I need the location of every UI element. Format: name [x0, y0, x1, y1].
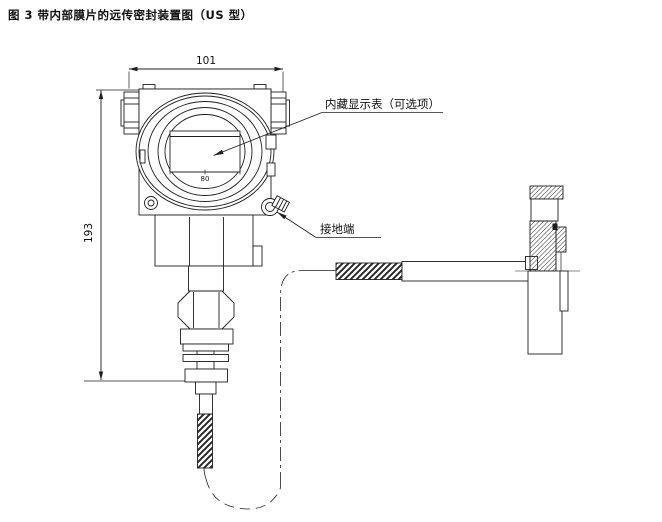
transmitter-body — [154, 214, 263, 415]
capillary-stem — [199, 393, 213, 415]
dim-height-label: 193 — [83, 223, 95, 243]
side-tab — [252, 245, 263, 267]
flange-body-section — [529, 220, 557, 272]
ground-callout-label: 接地端 — [320, 222, 355, 236]
dim-arrow-bottom — [98, 371, 104, 380]
left-cap — [120, 91, 140, 135]
display-leader-arrow — [213, 149, 224, 156]
capillary — [197, 256, 538, 510]
ground-callout: 接地端 — [276, 211, 381, 238]
ground-leader-arrow — [277, 212, 287, 220]
mount-block — [184, 368, 228, 383]
display-callout-label: 内藏显示表（可选项） — [325, 97, 440, 111]
armored-capillary-horizontal — [335, 262, 403, 280]
dim-display-width-label: 80 — [201, 175, 210, 183]
dim-arrow-left — [129, 66, 138, 72]
ring-spacer — [196, 350, 215, 355]
right-cap — [270, 91, 290, 135]
bezel-clip-upper — [265, 134, 277, 150]
flange-facing-strip — [559, 270, 569, 312]
dim-arrow-right — [274, 66, 283, 72]
seal-ring-1 — [182, 343, 229, 352]
flange-lower-half — [527, 270, 563, 355]
armored-capillary-vertical — [197, 413, 213, 469]
figure-title: 图 3 带内部膜片的远传密封装置图（US 型） — [8, 8, 253, 22]
seal-ring-2 — [182, 354, 229, 362]
transmitter-head: 80 — [120, 84, 291, 216]
display-callout: 内藏显示表（可选项） — [213, 97, 443, 156]
capillary-loop — [205, 478, 281, 510]
capillary-adapter — [195, 381, 217, 395]
diaphragm-step-section — [555, 226, 567, 253]
flange-bolt-window — [530, 198, 559, 222]
bezel-clip-lower — [266, 162, 276, 177]
dim-width: 101 — [128, 55, 284, 100]
dim-height: 193 — [83, 89, 186, 382]
display-window — [169, 130, 241, 173]
dim-width-label: 101 — [196, 55, 216, 67]
seal-flange — [515, 185, 580, 355]
neck-block — [154, 214, 254, 267]
hex-nut — [177, 290, 235, 330]
dim-display-width: 80 — [169, 169, 241, 183]
neck-tube — [188, 265, 224, 292]
capillary-riser — [280, 270, 304, 486]
lower-tube — [196, 361, 215, 370]
dim-arrow-top — [98, 90, 104, 99]
diaphragm-seal-dot — [552, 223, 558, 230]
capillary-tube — [401, 261, 531, 282]
top-lug-right — [253, 84, 267, 90]
ground-terminal — [271, 195, 291, 213]
bezel-notch-left — [139, 149, 146, 164]
top-lug-left — [142, 84, 156, 90]
connector-cylinder — [180, 328, 234, 345]
flange-cap-section — [529, 185, 564, 200]
